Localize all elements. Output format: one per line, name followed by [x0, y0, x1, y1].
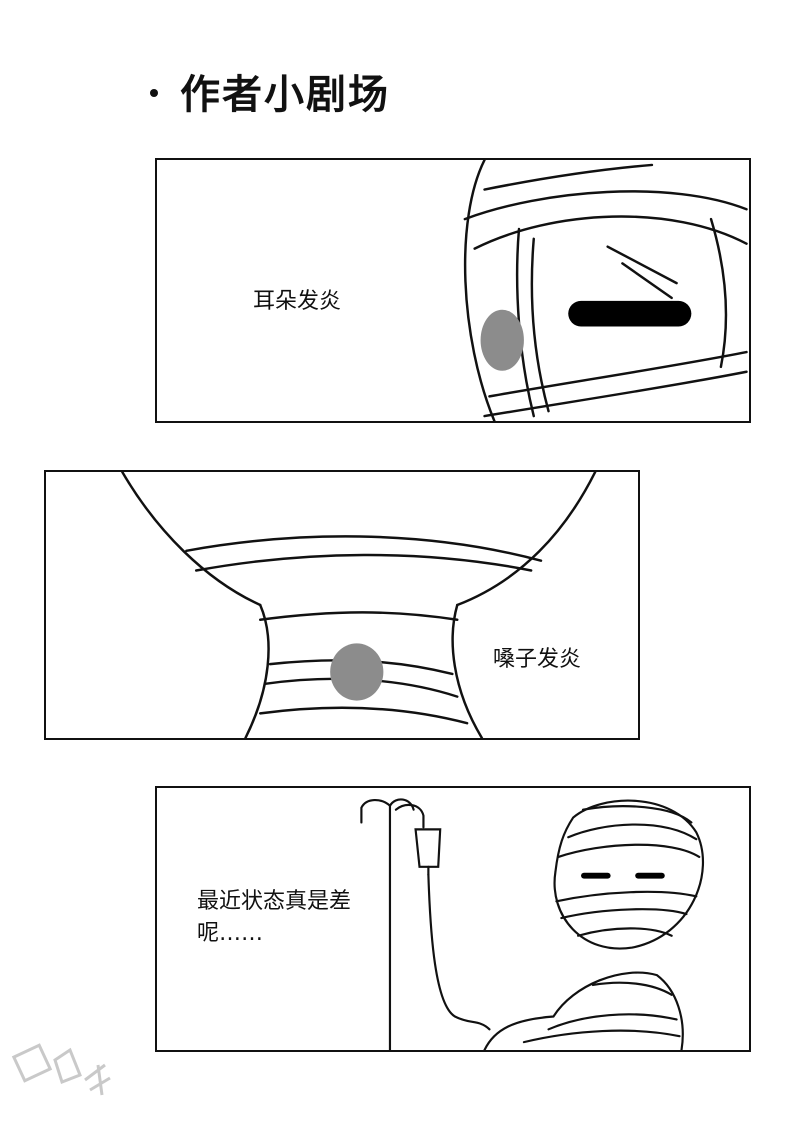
page-title-text: 作者小剧场 [180, 72, 390, 118]
caption-throat: 嗓子发炎 [493, 647, 582, 672]
comic-panel-ear: 耳朵发炎 [155, 158, 751, 423]
bandaged-character-illustration [360, 798, 705, 1050]
inflamed-throat-spot [330, 643, 384, 701]
comic-panel-iv-drip: 最近状态真是差呢…… [155, 786, 751, 1052]
site-watermark-logo [11, 1043, 111, 1096]
bullet-dot [150, 89, 158, 97]
bandaged-head [553, 799, 705, 950]
right-eye-mark [635, 872, 665, 879]
bandaged-face-illustration [463, 160, 748, 421]
left-eye-mark [581, 872, 611, 879]
bandaged-neck-illustration [121, 472, 597, 738]
caption-status: 最近状态真是差呢…… [197, 889, 352, 946]
closed-eye-mark [568, 300, 692, 327]
comic-panel-throat: 嗓子发炎 [44, 470, 640, 740]
caption-ear: 耳朵发炎 [253, 289, 342, 314]
page-title: 作者小剧场 [150, 62, 390, 120]
iv-bag [414, 828, 442, 868]
inflamed-ear-spot [480, 309, 524, 371]
